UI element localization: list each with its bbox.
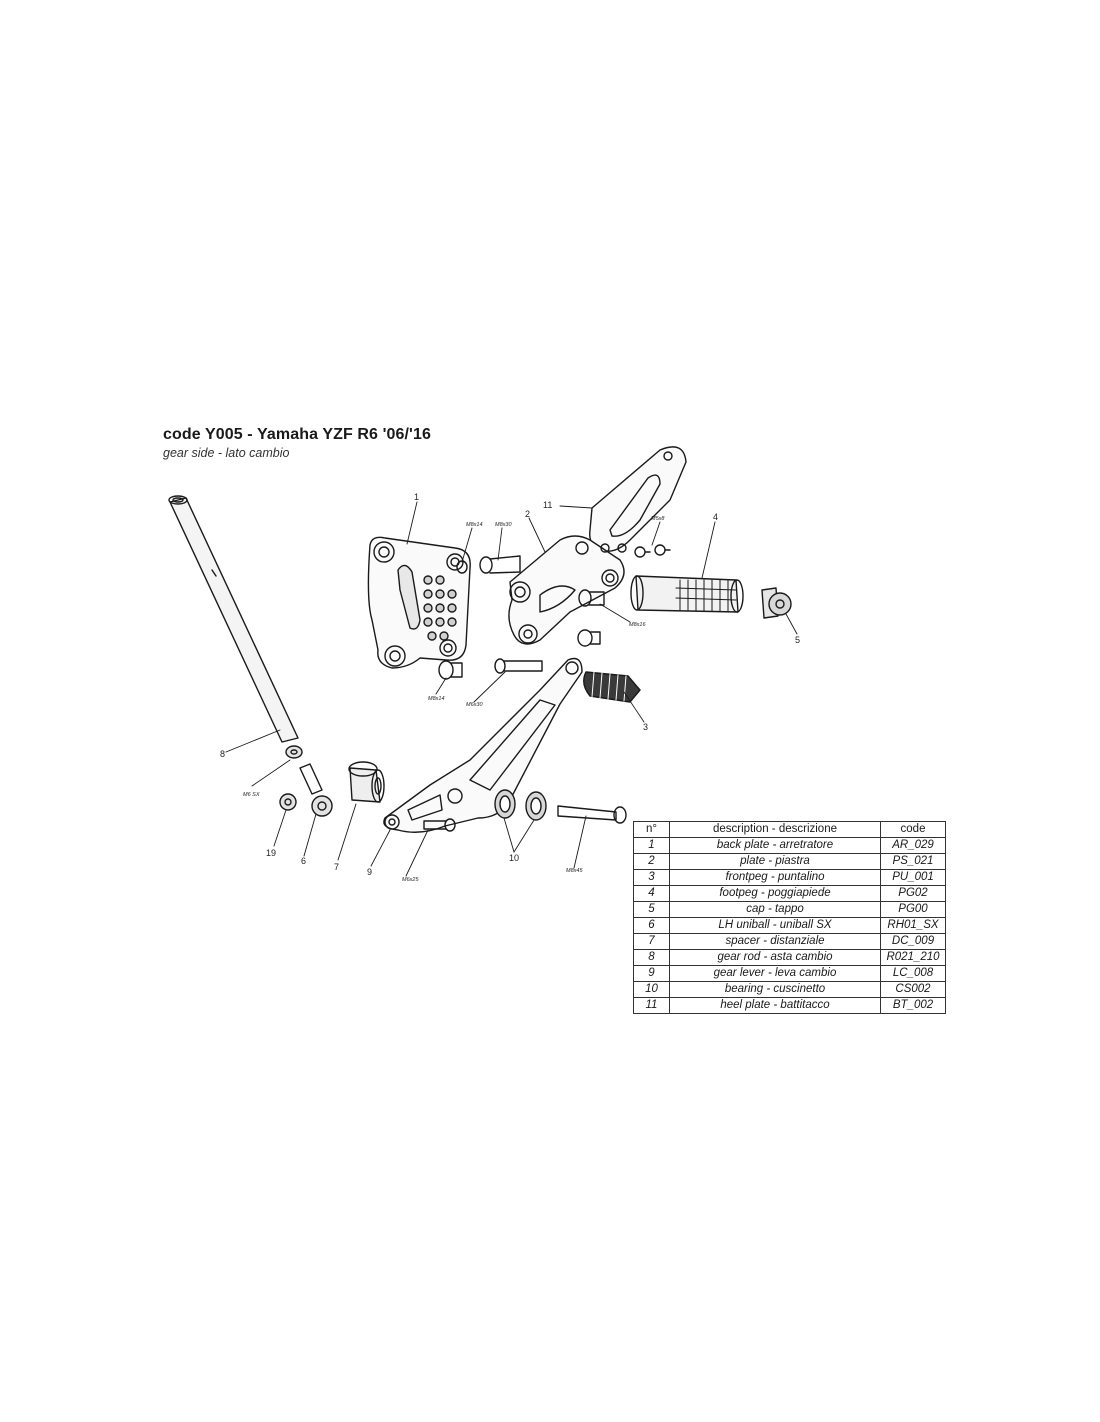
- thread-label-m8x30: M8x30: [495, 522, 512, 528]
- diagram-title: code Y005 - Yamaha YZF R6 '06/'16: [163, 426, 431, 443]
- thread-label-m5x8: M5x8: [651, 516, 665, 522]
- row-description: heel plate - battitacco: [669, 997, 881, 1014]
- row-description: frontpeg - puntalino: [669, 869, 881, 886]
- back-plate: [367, 536, 471, 669]
- row-number: 10: [633, 981, 670, 998]
- header-code: code: [880, 821, 946, 838]
- row-description: footpeg - poggiapiede: [669, 885, 881, 902]
- callout-8: 8: [220, 749, 225, 759]
- row-code: LC_008: [880, 965, 946, 982]
- row-number: 6: [633, 917, 670, 934]
- cap: [761, 587, 792, 619]
- callout-6: 6: [301, 856, 306, 866]
- row-code: CS002: [880, 981, 946, 998]
- frontpeg: [583, 671, 641, 703]
- callout-4: 4: [713, 512, 718, 522]
- row-code: RH01_SX: [880, 917, 946, 934]
- row-description: LH uniball - uniball SX: [669, 917, 881, 934]
- row-code: R021_210: [880, 949, 946, 966]
- bolt-m6x25: [423, 818, 456, 832]
- leader-lines: [225, 501, 798, 877]
- row-code: PG00: [880, 901, 946, 918]
- thread-label-m6x25: M6x25: [402, 877, 419, 883]
- header-description: description - descrizione: [669, 821, 881, 838]
- callout-3: 3: [643, 722, 648, 732]
- row-code: BT_002: [880, 997, 946, 1014]
- thread-label-m8x16: M8x16: [629, 622, 646, 628]
- bolt-m8x14-bottom: [438, 660, 463, 680]
- bolt-m6x30: [494, 658, 543, 674]
- callout-10: 10: [509, 853, 519, 863]
- row-description: gear rod - asta cambio: [669, 949, 881, 966]
- header-number: n°: [633, 821, 670, 838]
- nut-m6-sx: [285, 745, 303, 759]
- row-number: 3: [633, 869, 670, 886]
- row-number: 4: [633, 885, 670, 902]
- thread-label-m8x14-top: M8x14: [466, 522, 483, 528]
- row-number: 1: [633, 837, 670, 854]
- gear-lever: [383, 657, 583, 833]
- row-code: PU_001: [880, 869, 946, 886]
- row-number: 9: [633, 965, 670, 982]
- bolt-m8x30: [479, 555, 521, 574]
- plate: [508, 535, 627, 645]
- callout-1: 1: [414, 492, 419, 502]
- row-number: 5: [633, 901, 670, 918]
- row-number: 11: [633, 997, 670, 1014]
- bolts-m5x8: [634, 544, 671, 558]
- row-code: PS_021: [880, 853, 946, 870]
- callout-11: 11: [543, 500, 552, 510]
- row-code: DC_009: [880, 933, 946, 950]
- row-number: 7: [633, 933, 670, 950]
- row-description: spacer - distanziale: [669, 933, 881, 950]
- uniball: [299, 763, 333, 817]
- callout-5: 5: [795, 635, 800, 645]
- diagram-subtitle: gear side - lato cambio: [163, 446, 290, 460]
- callout-9: 9: [367, 867, 372, 877]
- bolt-m8x45: [557, 805, 627, 824]
- spacer: [348, 761, 385, 803]
- row-description: plate - piastra: [669, 853, 881, 870]
- nut-19: [279, 793, 297, 811]
- thread-label-m6-sx: M6 SX: [243, 792, 260, 798]
- callout-2: 2: [525, 509, 530, 519]
- row-description: cap - tappo: [669, 901, 881, 918]
- row-number: 8: [633, 949, 670, 966]
- footpeg: [630, 575, 744, 613]
- row-code: PG02: [880, 885, 946, 902]
- thread-label-m8x45: M8x45: [566, 868, 583, 874]
- row-code: AR_029: [880, 837, 946, 854]
- callout-7: 7: [334, 862, 339, 872]
- parts-table-header: n° description - descrizione code: [633, 821, 946, 838]
- thread-label-m8x14-bottom: M8x14: [428, 696, 445, 702]
- row-description: gear lever - leva cambio: [669, 965, 881, 982]
- heel-plate: [589, 446, 687, 552]
- bolt-m8x16: [578, 589, 605, 607]
- gear-rod: [168, 495, 299, 743]
- row-description: bearing - cuscinetto: [669, 981, 881, 998]
- row-number: 2: [633, 853, 670, 870]
- bearings: [494, 789, 547, 821]
- callout-19: 19: [266, 848, 276, 858]
- row-description: back plate - arretratore: [669, 837, 881, 854]
- thread-label-m6x30: M6x30: [466, 702, 483, 708]
- bolt-m8x16-lower: [577, 629, 601, 647]
